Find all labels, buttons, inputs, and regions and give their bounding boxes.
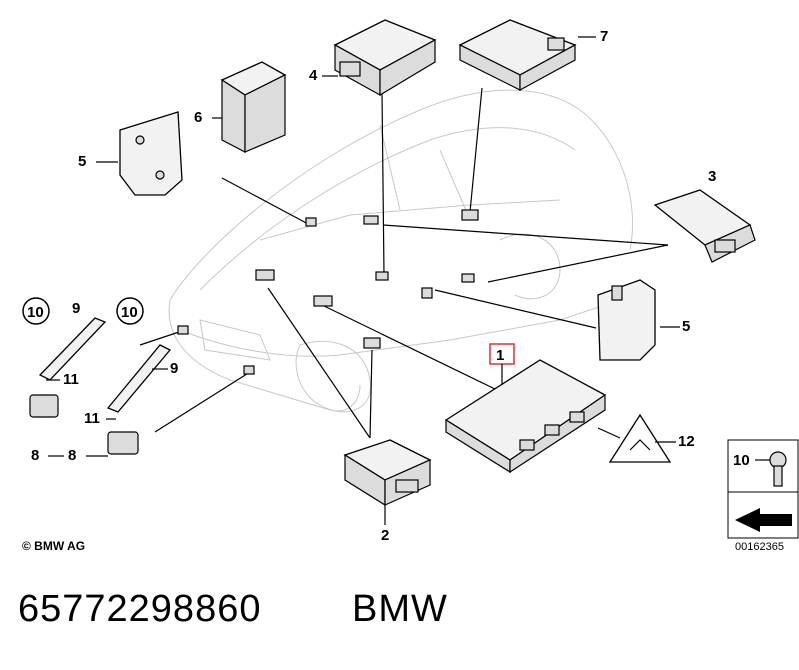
part-9-bracket-lower <box>106 344 172 413</box>
screw-legend-box <box>727 439 799 539</box>
callout-2: 2 <box>381 527 389 544</box>
part-12-warning-label <box>608 413 672 463</box>
car-outline <box>168 89 634 413</box>
callout-8-lower: 8 <box>68 447 76 464</box>
part-8-sensor-upper <box>29 394 59 418</box>
brand-label: BMW <box>352 588 448 630</box>
part-6-module <box>220 61 287 153</box>
part-3-module <box>653 189 756 263</box>
callout-9-lower: 9 <box>170 360 178 377</box>
callout-10-circle-right <box>116 297 144 325</box>
part-8-sensor-lower <box>107 431 139 455</box>
diagram-id: 00162365 <box>735 541 784 553</box>
callout-11-upper: 11 <box>63 371 79 388</box>
callout-5-left: 5 <box>78 153 86 170</box>
part-5-bracket-right <box>597 279 656 361</box>
part-7-module <box>458 19 577 92</box>
callout-9-upper: 9 <box>72 300 80 317</box>
part-2-sensor-module <box>343 439 432 507</box>
callout-5-right: 5 <box>682 318 690 335</box>
callout-4: 4 <box>309 67 318 84</box>
part-4-module <box>333 19 437 97</box>
callout-ticks <box>46 36 770 525</box>
connector-markers <box>177 209 479 375</box>
callout-7: 7 <box>600 28 608 45</box>
callout-12: 12 <box>678 433 695 450</box>
callout-1: 1 <box>496 347 504 364</box>
callout-10-left: 10 <box>27 304 44 321</box>
part-9-bracket-upper <box>38 317 107 381</box>
callout-10-right: 10 <box>121 304 138 321</box>
part-5-bracket-left <box>119 111 183 196</box>
callout-11-lower: 11 <box>84 410 100 427</box>
callout-8-upper: 8 <box>31 447 39 464</box>
callout-10-legend: 10 <box>733 452 750 469</box>
copyright-text: © BMW AG <box>22 539 86 553</box>
part-1-control-module <box>444 359 607 474</box>
callout-10-circle-left <box>22 297 50 325</box>
leader-lines <box>139 87 669 439</box>
callout-6: 6 <box>194 109 202 126</box>
part-number: 65772298860 <box>18 588 262 630</box>
callout-3: 3 <box>708 168 716 185</box>
